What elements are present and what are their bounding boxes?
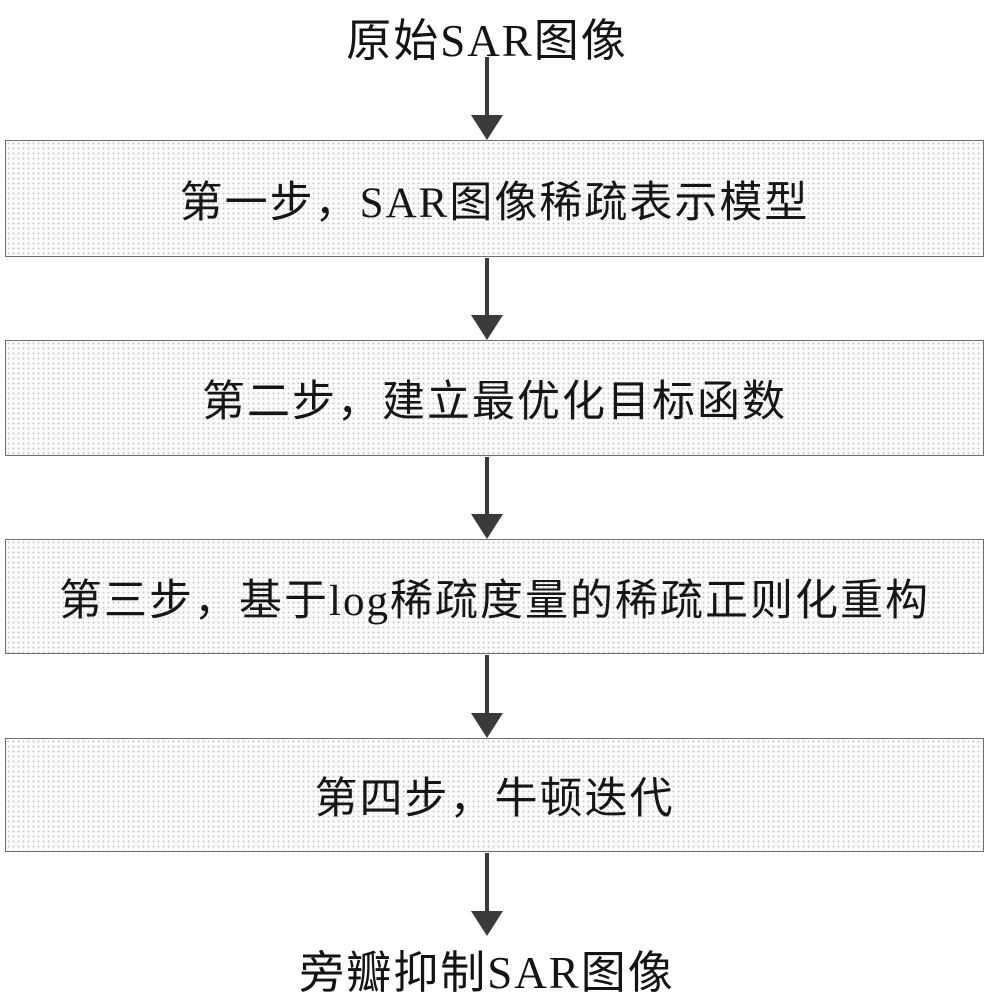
step-box-3: 第三步，基于log稀疏度量的稀疏正则化重构 xyxy=(5,539,984,654)
step-4-label: 第四步，牛顿迭代 xyxy=(314,776,675,823)
down-arrow-icon xyxy=(471,853,503,936)
down-arrow-icon xyxy=(471,57,503,140)
step-1-label: 第一步，SAR图像稀疏表示模型 xyxy=(179,179,810,227)
down-arrow-icon xyxy=(471,258,503,340)
arrow-shaft xyxy=(485,57,489,120)
arrow-head xyxy=(471,514,503,539)
arrow-shaft xyxy=(485,853,489,916)
step-3-label: 第三步，基于log稀疏度量的稀疏正则化重构 xyxy=(59,577,930,625)
step-box-4: 第四步，牛顿迭代 xyxy=(5,738,984,852)
arrow-shaft xyxy=(485,258,489,320)
down-arrow-icon xyxy=(471,655,503,738)
arrow-head xyxy=(471,115,503,140)
step-box-1: 第一步，SAR图像稀疏表示模型 xyxy=(5,140,984,257)
step-box-2: 第二步，建立最优化目标函数 xyxy=(5,340,984,456)
step-2-label: 第二步，建立最优化目标函数 xyxy=(202,379,787,426)
arrow-shaft xyxy=(485,457,489,519)
arrow-head xyxy=(471,315,503,340)
flow-end-label: 旁瓣抑制SAR图像 xyxy=(299,948,675,998)
arrow-head xyxy=(471,911,503,936)
arrow-head xyxy=(471,713,503,738)
down-arrow-icon xyxy=(471,457,503,539)
arrow-shaft xyxy=(485,655,489,718)
